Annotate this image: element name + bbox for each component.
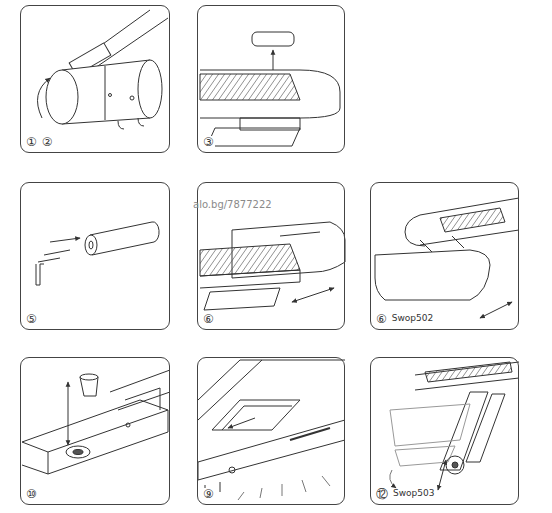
step-panel: ⑩ [20,357,170,505]
panel-caption: ⑥ [202,313,215,326]
model-name: Swop502 [391,314,434,324]
model-name: Swop503 [392,489,435,499]
step-number: ② [41,136,54,149]
panel-caption: ③ [202,136,215,149]
panel-caption: ⑩ [25,488,38,501]
step-panel: ⑫Swop503 [370,357,519,505]
deck-figure [198,360,345,500]
step-number: ⑨ [202,488,215,501]
step-slide-figure [200,222,345,310]
panel-caption: ⑥Swop502 [375,313,434,326]
step-panel: ⑨ [197,357,345,505]
step-pad-figure [200,32,340,146]
step-number: ⑫ [375,488,389,501]
step-number: ⑤ [25,313,38,326]
panel-caption: ⑨ [202,488,215,501]
hex-key-figure [36,222,159,285]
roller-figure [38,10,169,129]
cap-figure [22,370,170,474]
step-panel: ⑥Swop502 [370,182,519,330]
step-panel: ①② [20,5,170,153]
panel-caption: ⑤ [25,313,38,326]
step-number: ⑥ [202,313,215,326]
watermark: alo.bg/7877222 [193,199,272,210]
step-number: ① [25,136,38,149]
step-slide-figure [375,198,519,318]
stepper-figure [390,362,519,490]
step-number: ⑩ [25,488,38,501]
step-number: ⑥ [375,313,388,326]
step-panel: ③ [197,5,345,153]
panel-caption: ①② [25,136,54,149]
step-panel: ⑤ [20,182,170,330]
step-number: ③ [202,136,215,149]
panel-caption: ⑫Swop503 [375,488,435,501]
